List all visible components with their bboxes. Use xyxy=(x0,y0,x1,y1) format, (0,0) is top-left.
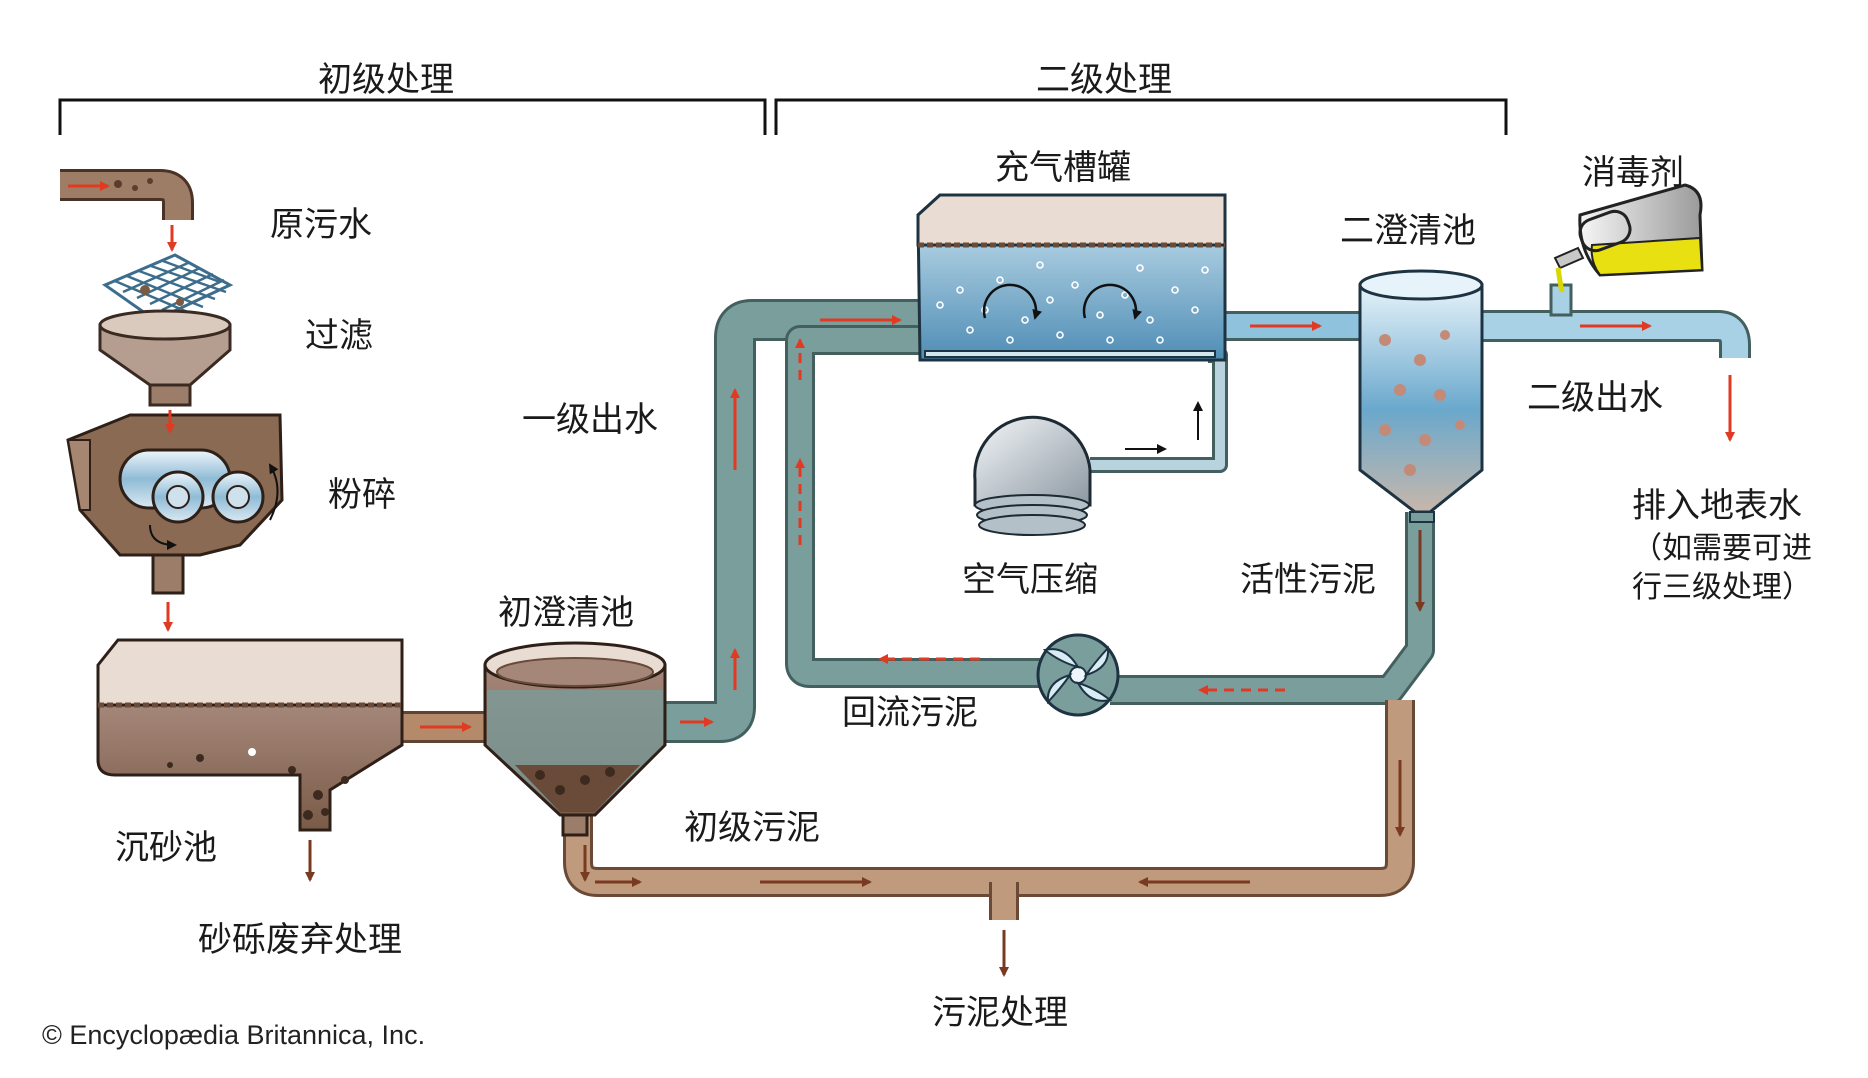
air-compressor-label: 空气压缩 xyxy=(962,560,1098,600)
primary-stage-label: 初级处理 xyxy=(318,60,454,100)
aeration-tank xyxy=(916,193,1227,362)
sludge-treatment-label: 污泥处理 xyxy=(932,993,1068,1033)
aeration-bubbles xyxy=(936,261,1209,344)
copyright-credit: © Encyclopædia Britannica, Inc. xyxy=(42,1020,426,1050)
sludge-pipes xyxy=(563,700,1415,920)
primary-clarifier xyxy=(483,641,667,837)
tertiary-note-line1: （如需要可进 xyxy=(1632,531,1812,566)
secondary-clarifier xyxy=(1358,269,1484,523)
secondary-effluent-label: 二级出水 xyxy=(1527,378,1663,418)
raw-sewage-label: 原污水 xyxy=(270,205,372,245)
primary-sludge-label: 初级污泥 xyxy=(684,808,820,848)
grit-chamber xyxy=(96,638,404,832)
grinding-label: 粉碎 xyxy=(328,475,396,515)
return-sludge-label: 回流污泥 xyxy=(842,693,978,733)
effluent-pipe xyxy=(1478,283,1751,358)
screen-grid xyxy=(98,253,234,407)
primary-clarifier-label: 初澄清池 xyxy=(498,593,634,633)
activated-sludge-label: 活性污泥 xyxy=(1240,560,1376,600)
screening-label: 过滤 xyxy=(305,316,373,356)
primary-effluent-label: 一级出水 xyxy=(522,400,658,440)
return-sludge-pump xyxy=(1036,633,1120,717)
flow-arrows xyxy=(68,181,1735,977)
tertiary-note-line2: 行三级处理） xyxy=(1632,570,1812,605)
primary-stage-bracket xyxy=(58,98,767,135)
secondary-stage-bracket xyxy=(774,98,1508,135)
air-compressor xyxy=(973,401,1203,536)
aeration-tank-label: 充气槽罐 xyxy=(995,148,1131,188)
raw-sewage-inlet xyxy=(60,169,194,220)
discharge-label: 排入地表水 xyxy=(1632,486,1802,526)
grinder xyxy=(66,413,284,595)
secondary-clarifier-label: 二澄清池 xyxy=(1340,211,1476,251)
secondary-stage-label: 二级处理 xyxy=(1036,60,1172,100)
disinfectant-jug xyxy=(1553,183,1704,293)
grit-chamber-label: 沉砂池 xyxy=(115,828,217,868)
grit-disposal-label: 砂砾废弃处理 xyxy=(198,920,402,960)
disinfectant-label: 消毒剂 xyxy=(1582,153,1684,193)
